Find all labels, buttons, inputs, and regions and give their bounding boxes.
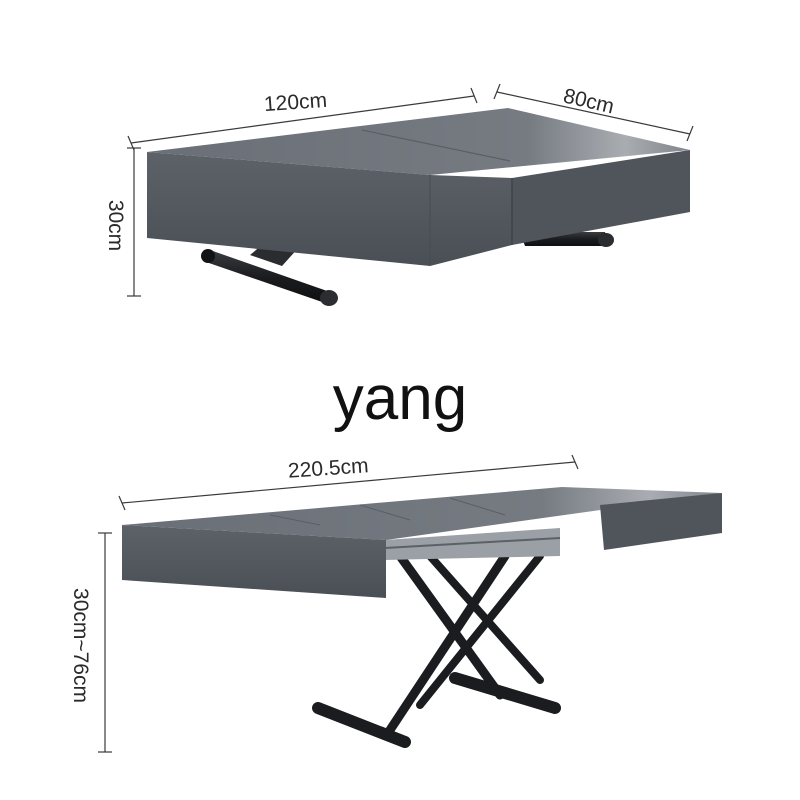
- coffee-table-closed: [147, 108, 690, 306]
- dimension-label-height-range: 30cm~76cm: [68, 588, 92, 703]
- table-front-left: [122, 525, 386, 598]
- table-front-face: [147, 152, 512, 266]
- table-top-surface-extended: [122, 487, 722, 540]
- coffee-table-extended: [122, 487, 722, 748]
- dimension-label-extended-length: 220.5cm: [287, 454, 370, 483]
- brand-watermark: yang: [332, 364, 468, 433]
- scissor-lift-legs: [312, 551, 561, 748]
- table-extension-right: [600, 493, 722, 550]
- dimension-label-top-height: 30cm: [104, 199, 128, 252]
- dimension-lines-bottom: [98, 454, 579, 753]
- dimension-lines-top: [127, 83, 694, 297]
- table-side-face: [512, 150, 690, 245]
- dimension-label-top-length: 120cm: [263, 88, 328, 117]
